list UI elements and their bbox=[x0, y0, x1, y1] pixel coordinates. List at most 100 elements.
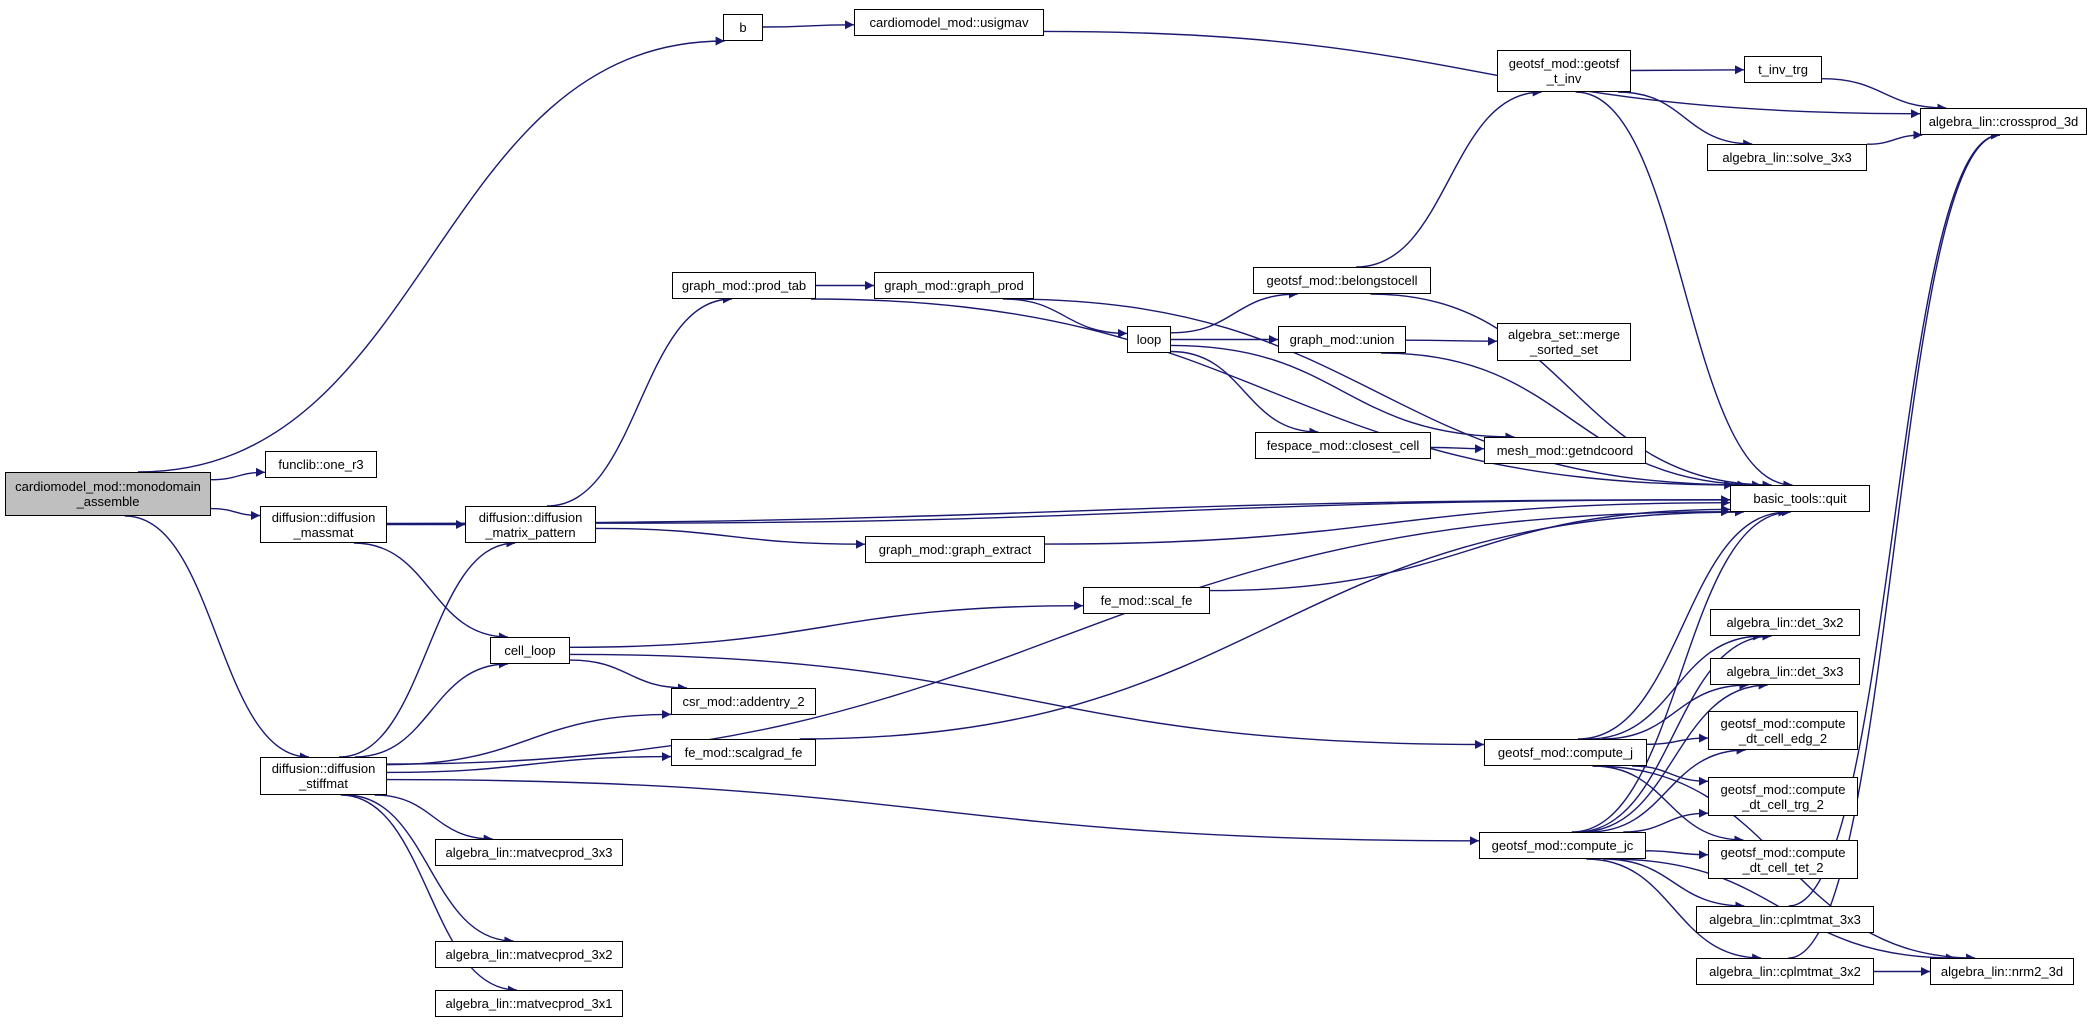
node-label-line: _sorted_set bbox=[1530, 342, 1598, 357]
node-closest-cell[interactable]: fespace_mod::closest_cell bbox=[1255, 432, 1431, 459]
node-cplm33[interactable]: algebra_lin::cplmtmat_3x3 bbox=[1696, 906, 1874, 933]
edge-stiffmat-to-matvec32 bbox=[345, 794, 514, 946]
node-graph-prod[interactable]: graph_mod::graph_prod bbox=[874, 272, 1034, 299]
node-compute-j[interactable]: geotsf_mod::compute_j bbox=[1484, 739, 1647, 766]
edge-geotsf-inv-to-quit bbox=[1575, 91, 1793, 490]
node-cell-loop[interactable]: cell_loop bbox=[490, 637, 570, 664]
edge-stiffmat-to-cell-loop bbox=[354, 659, 508, 758]
edge-geotsf-inv-to-solve-3x3 bbox=[1618, 91, 1753, 149]
node-quit[interactable]: basic_tools::quit bbox=[1730, 485, 1870, 512]
node-trg-2[interactable]: geotsf_mod::compute_dt_cell_trg_2 bbox=[1708, 777, 1858, 816]
node-label-line: b bbox=[739, 20, 747, 35]
node-nrm2[interactable]: algebra_lin::nrm2_3d bbox=[1930, 958, 2074, 985]
edge-cplm32-to-crossprod bbox=[1788, 130, 2001, 959]
node-merge-sorted[interactable]: algebra_set::merge_sorted_set bbox=[1497, 323, 1631, 361]
node-label-line: _assemble bbox=[76, 494, 140, 509]
node-label-line: geotsf_mod::compute_j bbox=[1497, 745, 1634, 760]
node-one-r3[interactable]: funclib::one_r3 bbox=[265, 451, 377, 478]
node-det-3x2[interactable]: algebra_lin::det_3x2 bbox=[1710, 609, 1860, 636]
node-label-line: geotsf_mod::compute bbox=[1720, 715, 1846, 731]
node-matrix-pattern[interactable]: diffusion::diffusion_matrix_pattern bbox=[465, 506, 596, 543]
edge-compute-jc-to-edg-2 bbox=[1588, 745, 1746, 833]
node-getndcoord[interactable]: mesh_mod::getndcoord bbox=[1484, 437, 1646, 464]
edge-stiffmat-to-matvec33 bbox=[374, 794, 493, 844]
node-label-line: _stiffmat bbox=[299, 776, 348, 791]
edge-cell-loop-to-compute-j bbox=[569, 653, 1485, 749]
node-compute-jc[interactable]: geotsf_mod::compute_jc bbox=[1479, 832, 1646, 859]
edge-stiffmat-to-scalgrad-fe bbox=[386, 752, 672, 774]
edge-usigmav-to-crossprod bbox=[1043, 30, 1921, 119]
node-label-line: _matrix_pattern bbox=[485, 524, 576, 540]
edge-compute-j-to-det-3x3 bbox=[1602, 680, 1749, 740]
node-label-line: algebra_lin::crossprod_3d bbox=[1928, 114, 2079, 129]
edge-cell-loop-to-scal-fe bbox=[569, 601, 1084, 648]
node-scalgrad-fe[interactable]: fe_mod::scalgrad_fe bbox=[671, 739, 816, 766]
node-root[interactable]: cardiomodel_mod::monodomain_assemble bbox=[5, 472, 211, 516]
node-label-line: fespace_mod::closest_cell bbox=[1266, 438, 1420, 453]
node-stiffmat[interactable]: diffusion::diffusion_stiffmat bbox=[260, 757, 387, 795]
edge-compute-jc-to-quit bbox=[1571, 507, 1791, 833]
node-matvec32[interactable]: algebra_lin::matvecprod_3x2 bbox=[435, 941, 623, 968]
node-csr-addentry[interactable]: csr_mod::addentry_2 bbox=[671, 688, 816, 715]
node-solve-3x3[interactable]: algebra_lin::solve_3x3 bbox=[1707, 144, 1867, 171]
node-crossprod[interactable]: algebra_lin::crossprod_3d bbox=[1920, 108, 2087, 135]
node-matvec33[interactable]: algebra_lin::matvecprod_3x3 bbox=[435, 839, 623, 866]
node-label-line: algebra_lin::cplmtmat_3x3 bbox=[1709, 912, 1861, 927]
edge-t-inv-trg-to-crossprod bbox=[1821, 78, 1947, 113]
node-label-line: cardiomodel_mod::usigmav bbox=[869, 15, 1029, 30]
node-det-3x3[interactable]: algebra_lin::det_3x3 bbox=[1710, 658, 1860, 685]
node-label-line: algebra_lin::nrm2_3d bbox=[1940, 964, 2064, 979]
edge-compute-j-to-quit bbox=[1577, 507, 1788, 740]
node-matvec31[interactable]: algebra_lin::matvecprod_3x1 bbox=[435, 990, 623, 1017]
node-cplm32[interactable]: algebra_lin::cplmtmat_3x2 bbox=[1696, 958, 1874, 985]
node-label-line: algebra_lin::solve_3x3 bbox=[1722, 150, 1852, 165]
edge-massmat-to-quit bbox=[386, 495, 1731, 525]
edge-compute-jc-to-det-3x3 bbox=[1579, 680, 1768, 833]
node-loop[interactable]: loop bbox=[1127, 326, 1171, 353]
node-label-line: diffusion::diffusion bbox=[271, 509, 376, 525]
node-scal-fe[interactable]: fe_mod::scal_fe bbox=[1083, 587, 1210, 614]
node-label-line: algebra_lin::matvecprod_3x2 bbox=[445, 947, 613, 962]
edge-matrix-pattern-to-quit bbox=[595, 495, 1731, 524]
node-prod-tab[interactable]: graph_mod::prod_tab bbox=[672, 272, 816, 299]
edge-scal-fe-to-quit bbox=[1209, 504, 1731, 592]
edge-compute-jc-to-cplm33 bbox=[1603, 858, 1745, 911]
node-label-line: algebra_lin::matvecprod_3x1 bbox=[445, 996, 613, 1011]
node-edg-2[interactable]: geotsf_mod::compute_dt_cell_edg_2 bbox=[1708, 711, 1858, 750]
node-label-line: cardiomodel_mod::monodomain bbox=[15, 479, 201, 494]
node-union[interactable]: graph_mod::union bbox=[1278, 326, 1406, 353]
node-usigmav[interactable]: cardiomodel_mod::usigmav bbox=[854, 9, 1044, 36]
node-b[interactable]: b bbox=[723, 14, 763, 41]
edge-union-to-merge-sorted bbox=[1405, 336, 1498, 346]
node-belongstocell[interactable]: geotsf_mod::belongstocell bbox=[1253, 267, 1431, 294]
edge-stiffmat-to-matvec31 bbox=[340, 794, 517, 995]
edge-stiffmat-to-csr-addentry bbox=[386, 709, 672, 766]
edge-compute-jc-to-tet-2 bbox=[1645, 850, 1709, 860]
edge-compute-j-to-trg-2 bbox=[1632, 765, 1709, 786]
edge-root-to-b bbox=[137, 36, 725, 473]
edge-belongstocell-to-geotsf-inv bbox=[1356, 87, 1542, 268]
node-label-line: _dt_cell_tet_2 bbox=[1742, 859, 1824, 875]
edge-graph-extract-to-quit bbox=[1044, 498, 1731, 545]
node-label-line: _massmat bbox=[293, 524, 354, 540]
edge-stiffmat-to-matrix-pattern bbox=[339, 538, 516, 758]
node-label-line: geotsf_mod::compute bbox=[1720, 781, 1846, 797]
edges-layer bbox=[124, 20, 2001, 995]
node-tet-2[interactable]: geotsf_mod::compute_dt_cell_tet_2 bbox=[1708, 840, 1858, 879]
node-label-line: geotsf_mod::belongstocell bbox=[1266, 273, 1418, 288]
edge-loop-to-belongstocell bbox=[1170, 289, 1298, 334]
edge-closest-cell-to-getndcoord bbox=[1430, 444, 1485, 454]
node-label-line: fe_mod::scalgrad_fe bbox=[684, 745, 803, 760]
edge-solve-3x3-to-crossprod bbox=[1866, 130, 1923, 145]
edge-graph-prod-to-loop bbox=[1002, 298, 1128, 338]
node-label-line: algebra_lin::det_3x3 bbox=[1726, 664, 1844, 679]
node-graph-extract[interactable]: graph_mod::graph_extract bbox=[865, 536, 1045, 563]
node-t-inv-trg[interactable]: t_inv_trg bbox=[1744, 56, 1822, 83]
node-label-line: graph_mod::graph_prod bbox=[884, 278, 1024, 293]
node-label-line: fe_mod::scal_fe bbox=[1100, 593, 1193, 608]
node-massmat[interactable]: diffusion::diffusion_massmat bbox=[260, 506, 387, 543]
edge-loop-to-closest-cell bbox=[1170, 350, 1319, 437]
node-geotsf-inv[interactable]: geotsf_mod::geotsf_t_inv bbox=[1497, 50, 1631, 92]
node-label-line: geotsf_mod::compute_jc bbox=[1491, 838, 1634, 853]
